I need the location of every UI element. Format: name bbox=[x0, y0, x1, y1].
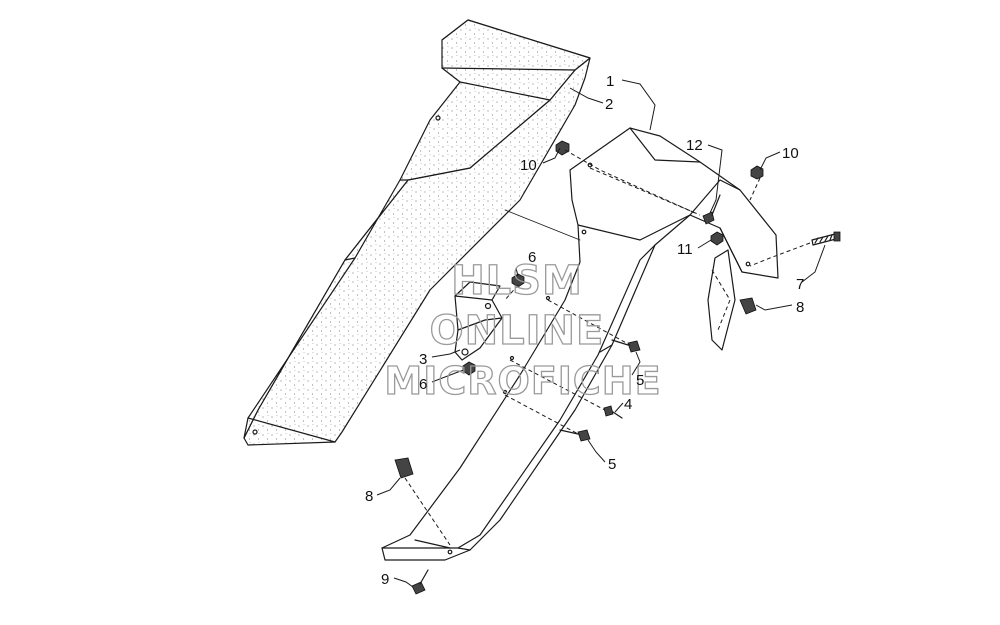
clip-icon bbox=[394, 457, 414, 479]
leader-lines bbox=[376, 79, 826, 588]
callout-11: 11 bbox=[677, 241, 693, 258]
bracket-part-3 bbox=[454, 281, 503, 361]
nut-icon bbox=[555, 140, 570, 156]
callout-6-upper: 6 bbox=[528, 249, 536, 266]
rivet-icon bbox=[603, 405, 623, 419]
callout-5-upper: 5 bbox=[636, 372, 644, 389]
callout-10-right: 10 bbox=[782, 145, 799, 162]
chain-guard-part-1 bbox=[381, 127, 779, 561]
callout-2: 2 bbox=[605, 96, 613, 113]
callout-1: 1 bbox=[606, 73, 614, 90]
callout-labels: 1 2 3 4 5 5 6 6 7 8 8 9 10 10 11 12 bbox=[365, 73, 804, 588]
callout-5-lower: 5 bbox=[608, 456, 616, 473]
bolt-icon bbox=[411, 569, 429, 595]
callout-3: 3 bbox=[419, 351, 427, 368]
nut-icon bbox=[462, 361, 476, 376]
foam-pad-part-2 bbox=[243, 19, 591, 446]
callout-9: 9 bbox=[381, 571, 389, 588]
callout-12: 12 bbox=[686, 137, 703, 154]
callout-8-lower: 8 bbox=[365, 488, 373, 505]
callout-7: 7 bbox=[796, 276, 804, 293]
callout-6-lower: 6 bbox=[419, 376, 427, 393]
nut-icon bbox=[710, 231, 724, 246]
hardware bbox=[394, 140, 841, 595]
bolt-icon bbox=[702, 194, 721, 225]
callout-10-left: 10 bbox=[520, 157, 537, 174]
watermark-line-1: HLSM bbox=[451, 258, 583, 304]
watermark-line-2: ONLINE bbox=[430, 308, 605, 354]
callout-8-right: 8 bbox=[796, 299, 804, 316]
bolt-icon bbox=[559, 429, 591, 442]
watermark-line-3: MICROFICHE bbox=[384, 359, 661, 403]
assembly-lines bbox=[404, 149, 811, 546]
screw-icon bbox=[811, 231, 841, 246]
callout-4: 4 bbox=[624, 396, 632, 413]
clip-icon bbox=[739, 297, 757, 315]
bolt-icon bbox=[611, 339, 641, 353]
watermark: HLSM ONLINE MICROFICHE bbox=[384, 257, 661, 403]
